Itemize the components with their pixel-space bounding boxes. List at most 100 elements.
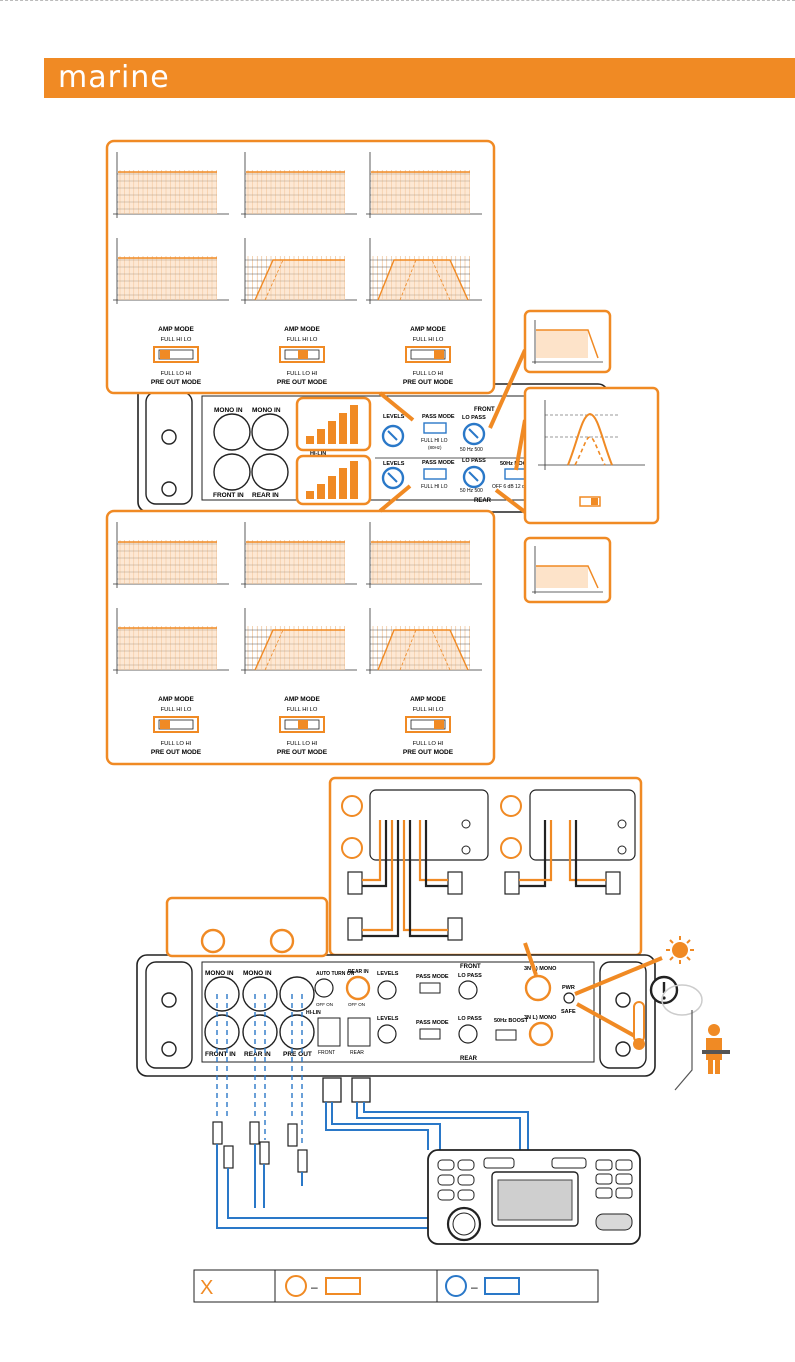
freq-graph-0-3 [366, 152, 482, 218]
label-off-on-1: OFF ON [316, 1002, 333, 1007]
mode-label-amp-mode-1-0: AMP MODE [158, 696, 194, 703]
levels-callout [295, 396, 372, 506]
pass-mode-switch-rear[interactable] [423, 468, 447, 480]
mode-label-pre-out-1-1: PRE OUT MODE [277, 749, 328, 756]
mode-label-pre-opts-1-0: FULL LO HI [161, 741, 192, 747]
label-pass-opts-rear: FULL HI LO [421, 484, 448, 490]
pass-mode-switch-front[interactable] [423, 422, 447, 434]
label-pass-opts-front: FULL HI LO [421, 438, 448, 444]
mode-label-amp-opts-0-2: FULL HI LO [413, 337, 444, 343]
head-unit-slot [595, 1213, 633, 1231]
sun-icon [672, 942, 688, 958]
freq-graph-1-2 [241, 522, 357, 588]
label-pre-out-b: PRE OUT [283, 1051, 312, 1058]
label-lo-pass-range-rear: 50 Hz 500 [460, 488, 483, 494]
label-levels-b2: LEVELS [377, 1016, 399, 1022]
freq-graph-1-5 [241, 608, 357, 674]
freq-graph-0-1 [113, 152, 229, 218]
mode-label-amp-mode-0-0: AMP MODE [158, 326, 194, 333]
label-front-b: FRONT [318, 1050, 335, 1056]
label-pwr: PWR [562, 985, 575, 991]
label-mono-in-b2: MONO IN [243, 970, 272, 977]
label-lo-pass-front: LO PASS [462, 415, 486, 421]
label-boost-b: 50Hz BOOST [494, 1018, 529, 1024]
label-rear-sec-b: REAR [460, 1056, 478, 1062]
label-lo-pass-range-front: 50 Hz 500 [460, 447, 483, 453]
head-unit [427, 1149, 641, 1245]
mode-label-pre-opts-1-2: FULL LO HI [413, 741, 444, 747]
label-3n-mono-1: 3N L) MONO [524, 966, 557, 972]
label-levels-front: LEVELS [383, 414, 405, 420]
mode-switch-1-1[interactable] [279, 716, 325, 733]
head-unit-display [497, 1179, 573, 1221]
freq-graph-1-6 [366, 608, 482, 674]
rear-in-switch-highlight[interactable] [345, 975, 371, 1001]
mono-switch-rear-highlight[interactable] [528, 1021, 554, 1047]
mode-label-pre-opts-1-1: FULL LO HI [287, 741, 318, 747]
legend-orange-circle [285, 1275, 307, 1297]
label-off-on-2: OFF ON [348, 1002, 365, 1007]
lo-pass-rear-callout [523, 536, 612, 604]
label-rear-in-b: REAR IN [244, 1051, 271, 1058]
label-mono-in-b1: MONO IN [205, 970, 234, 977]
mode-label-amp-mode-0-1: AMP MODE [284, 326, 320, 333]
label-safe: SAFE [561, 1009, 576, 1015]
section-banner: marine [44, 58, 795, 98]
mode-label-pre-out-0-2: PRE OUT MODE [403, 379, 454, 386]
boost-switch[interactable] [504, 468, 528, 480]
label-pass-mode-front: PASS MODE [422, 414, 455, 420]
callout-connectors [378, 349, 527, 514]
label-front-section: FRONT [474, 407, 495, 413]
label-front-sec-b: FRONT [460, 964, 481, 970]
mode-label-pre-opts-0-0: FULL LO HI [161, 371, 192, 377]
mode-switch-0-1[interactable] [279, 346, 325, 363]
legend-dash-2: – [471, 1280, 478, 1294]
mode-switch-0-0[interactable] [153, 346, 199, 363]
amp-mode-panel-front: AMP MODE FULL HI LO FULL LO HI PRE OUT MODE… [105, 139, 496, 395]
mode-label-pre-out-0-0: PRE OUT MODE [151, 379, 202, 386]
pwr-led [563, 992, 575, 1004]
label-mono-in-2: MONO IN [252, 407, 281, 414]
freq-graph-0-2 [241, 152, 357, 218]
legend-blue-rect [484, 1277, 520, 1295]
wiring-panel [328, 776, 643, 957]
mode-switch-1-2[interactable] [405, 716, 451, 733]
legend-blue-circle [445, 1275, 467, 1297]
mode-switch-0-2[interactable] [405, 346, 451, 363]
freq-graph-0-5 [241, 238, 357, 304]
mode-label-pre-opts-0-1: FULL LO HI [287, 371, 318, 377]
label-hi-lin: HI-LIN [310, 451, 326, 457]
freq-graph-1-1 [113, 522, 229, 588]
label-hi-lin-b: HI-LIN [306, 1010, 321, 1016]
legend-dash-1: – [311, 1280, 318, 1294]
mode-label-pre-out-0-1: PRE OUT MODE [277, 379, 328, 386]
label-auto-turn-on: AUTO TURN ON [316, 971, 355, 977]
technician-figure [702, 1024, 730, 1074]
label-lo-pass-rear: LO PASS [462, 458, 486, 464]
label-mono-in-1: MONO IN [214, 407, 243, 414]
mode-label-amp-mode-1-2: AMP MODE [410, 696, 446, 703]
label-levels-rear: LEVELS [383, 461, 405, 467]
mode-switch-1-0[interactable] [153, 716, 199, 733]
mode-label-amp-mode-0-2: AMP MODE [410, 326, 446, 333]
label-levels-b1: LEVELS [377, 971, 399, 977]
rca-cables [212, 994, 529, 1229]
label-lo-pass-b1: LO PASS [458, 973, 482, 979]
label-rear-in: REAR IN [252, 492, 279, 499]
label-rear-b: REAR [350, 1050, 364, 1056]
input-switch-callout [165, 896, 329, 958]
mode-label-pre-out-1-0: PRE OUT MODE [151, 749, 202, 756]
legend: X – – [193, 1269, 599, 1303]
thermometer-icon [633, 1001, 645, 1043]
thermal-warning-graphic [574, 936, 730, 1091]
amp-mode-panel-rear: AMP MODE FULL HI LO FULL LO HI PRE OUT MODE… [105, 509, 496, 766]
label-front-in-b: FRONT IN [205, 1051, 236, 1058]
label-pass-mode-rear: PASS MODE [422, 460, 455, 466]
label-boost-opts: OFF 6 dB 12 dB [492, 484, 529, 490]
label-3n-mono-2: 3N L) MONO [524, 1015, 557, 1021]
freq-graph-1-3 [366, 522, 482, 588]
lo-pass-front-callout [523, 309, 612, 374]
mono-switch-front-highlight[interactable] [524, 974, 552, 1002]
mode-label-amp-opts-1-0: FULL HI LO [161, 707, 192, 713]
